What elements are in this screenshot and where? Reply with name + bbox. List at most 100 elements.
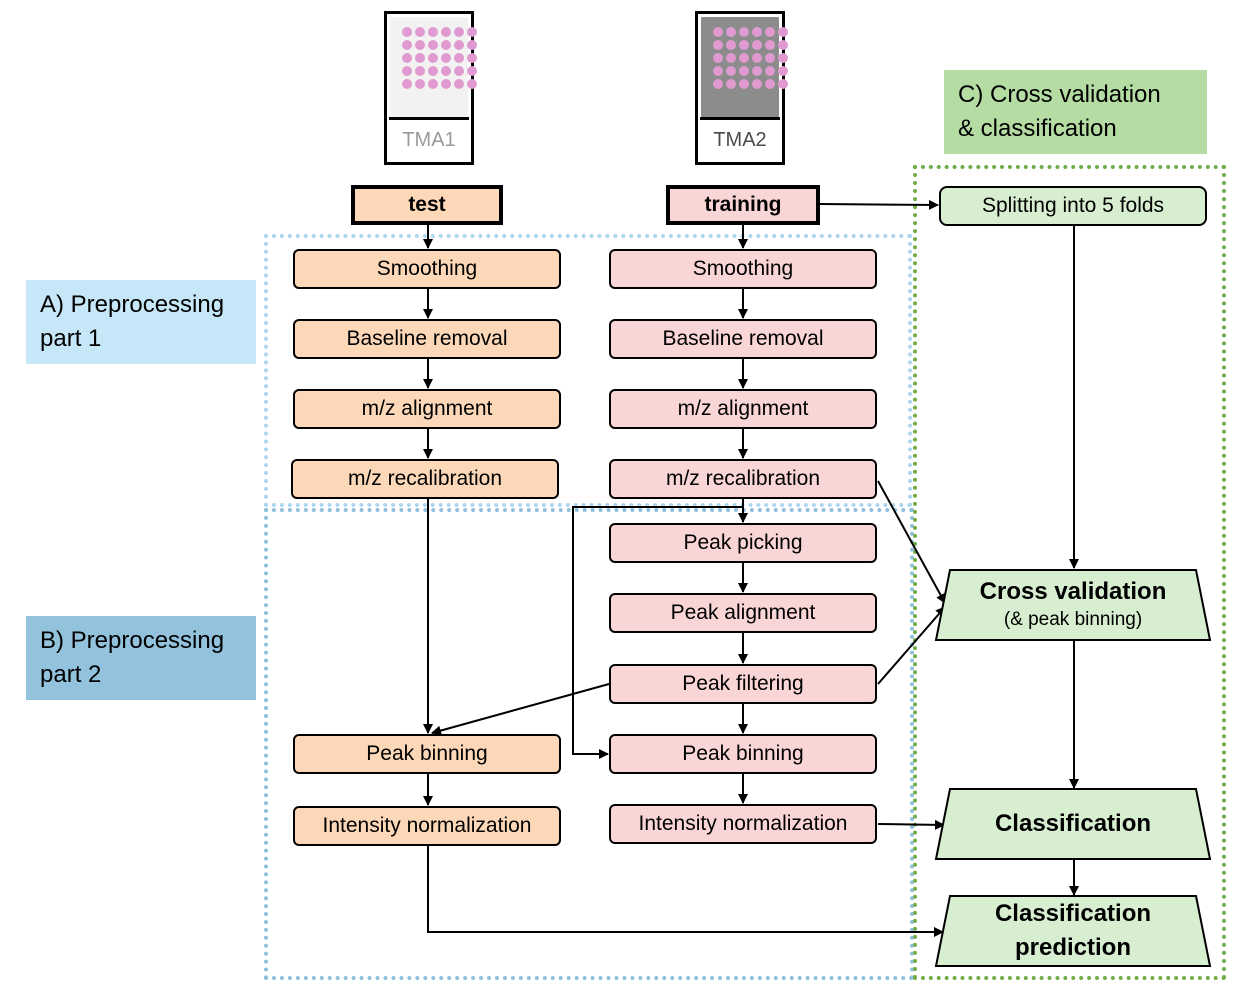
- tissue-core-dot: [765, 40, 775, 50]
- arrow-training-recalibration-to-binning-bypass: [572, 506, 743, 759]
- test-step-mz-recalibration: m/z recalibration: [291, 459, 559, 499]
- tissue-core-dot: [713, 79, 723, 89]
- tma1-slide-area: [390, 17, 477, 120]
- preprocessing-part2-region: [264, 508, 914, 980]
- tissue-core-dot: [402, 66, 412, 76]
- arrow-filtering-to-cv: [877, 606, 946, 685]
- test-step-mz-alignment: m/z alignment: [293, 389, 561, 429]
- section-a-line1: A) Preprocessing: [40, 291, 225, 318]
- test-step-baseline-removal: Baseline removal: [293, 319, 561, 359]
- section-a-line2: part 1: [40, 325, 102, 352]
- tissue-core-dot: [415, 79, 425, 89]
- tissue-core-dot: [441, 79, 451, 89]
- arrow-filtering-to-test-binning: [431, 683, 610, 736]
- tissue-core-dot: [441, 27, 451, 37]
- tissue-core-dot: [441, 53, 451, 63]
- tma2-slide: TMA2: [695, 11, 788, 165]
- test-step-intensity-normalization: Intensity normalization: [293, 806, 561, 846]
- tissue-core-dot: [778, 79, 788, 89]
- tissue-core-dot: [467, 79, 477, 89]
- tissue-core-dot: [765, 66, 775, 76]
- tissue-core-dot: [778, 53, 788, 63]
- section-b-label: B) Preprocessing part 2: [26, 616, 256, 700]
- tissue-core-dot: [739, 66, 749, 76]
- tissue-core-dot: [713, 53, 723, 63]
- classification-label: Classification: [950, 791, 1196, 857]
- tissue-core-dot: [752, 66, 762, 76]
- tissue-core-dot: [415, 27, 425, 37]
- tissue-core-dot: [739, 27, 749, 37]
- tissue-core-dot: [726, 53, 736, 63]
- tissue-core-dot: [467, 27, 477, 37]
- tma1-slide: TMA1: [384, 11, 477, 165]
- cv-trapezoid: [934, 569, 1212, 641]
- tissue-core-dot: [441, 40, 451, 50]
- tissue-core-dot: [739, 53, 749, 63]
- split-folds-box: Splitting into 5 folds: [939, 186, 1207, 226]
- tissue-core-dot: [467, 66, 477, 76]
- tissue-core-dot: [765, 79, 775, 89]
- tissue-core-dot: [454, 40, 464, 50]
- tissue-core-dot: [428, 40, 438, 50]
- training-step-peak-filtering: Peak filtering: [609, 664, 877, 704]
- prediction-line2: prediction: [1014, 934, 1131, 961]
- training-step-peak-alignment: Peak alignment: [609, 593, 877, 633]
- test-header: test: [351, 185, 503, 225]
- section-b-line2: part 2: [40, 661, 102, 688]
- tissue-core-dot: [415, 66, 425, 76]
- tissue-core-dot: [713, 66, 723, 76]
- arrow-recalibration-to-cv: [877, 480, 946, 604]
- tissue-core-dot: [428, 66, 438, 76]
- prediction-trapezoid: [934, 895, 1212, 967]
- section-b-line1: B) Preprocessing: [40, 627, 225, 654]
- tissue-core-dot: [428, 27, 438, 37]
- tissue-core-dot: [467, 40, 477, 50]
- tissue-core-dot: [726, 40, 736, 50]
- tissue-core-dot: [778, 27, 788, 37]
- tissue-core-dot: [454, 27, 464, 37]
- tissue-core-dot: [739, 40, 749, 50]
- tissue-core-dot: [441, 66, 451, 76]
- tissue-core-dot: [726, 27, 736, 37]
- tissue-core-dot: [726, 66, 736, 76]
- training-step-mz-recalibration: m/z recalibration: [609, 459, 877, 499]
- tissue-core-dot: [454, 66, 464, 76]
- tma2-core-grid: [713, 27, 788, 89]
- tissue-core-dot: [415, 40, 425, 50]
- tissue-core-dot: [778, 66, 788, 76]
- tissue-core-dot: [765, 27, 775, 37]
- tissue-core-dot: [402, 40, 412, 50]
- section-c-line2: & classification: [958, 115, 1117, 142]
- tissue-core-dot: [428, 79, 438, 89]
- tissue-core-dot: [428, 53, 438, 63]
- tissue-core-dot: [415, 53, 425, 63]
- tissue-core-dot: [402, 79, 412, 89]
- tissue-core-dot: [765, 53, 775, 63]
- section-a-label: A) Preprocessing part 1: [26, 280, 256, 364]
- tissue-core-dot: [713, 27, 723, 37]
- tissue-core-dot: [713, 40, 723, 50]
- tissue-core-dot: [739, 79, 749, 89]
- classification-title: Classification: [994, 810, 1152, 837]
- tma1-core-grid: [402, 27, 477, 89]
- cv-label: Cross validation (& peak binning): [950, 572, 1196, 638]
- prediction-line1: Classification: [994, 900, 1152, 927]
- tma2-slide-area: [701, 17, 788, 120]
- tma1-label: TMA1: [389, 117, 469, 160]
- tissue-core-dot: [752, 40, 762, 50]
- tissue-core-dot: [454, 53, 464, 63]
- section-c-label: C) Cross validation & classification: [944, 70, 1207, 154]
- tma2-label: TMA2: [700, 117, 780, 160]
- test-step-smoothing: Smoothing: [293, 249, 561, 289]
- training-step-intensity-normalization: Intensity normalization: [609, 804, 877, 844]
- cv-title: Cross validation: [979, 578, 1167, 605]
- tissue-core-dot: [752, 53, 762, 63]
- tissue-core-dot: [726, 79, 736, 89]
- tissue-core-dot: [752, 79, 762, 89]
- cross-validation-region: [913, 165, 1226, 980]
- training-step-peak-binning: Peak binning: [609, 734, 877, 774]
- tissue-core-dot: [778, 40, 788, 50]
- section-c-line1: C) Cross validation: [958, 81, 1161, 108]
- classification-trapezoid: [934, 788, 1212, 860]
- prediction-label: Classification prediction: [950, 898, 1196, 964]
